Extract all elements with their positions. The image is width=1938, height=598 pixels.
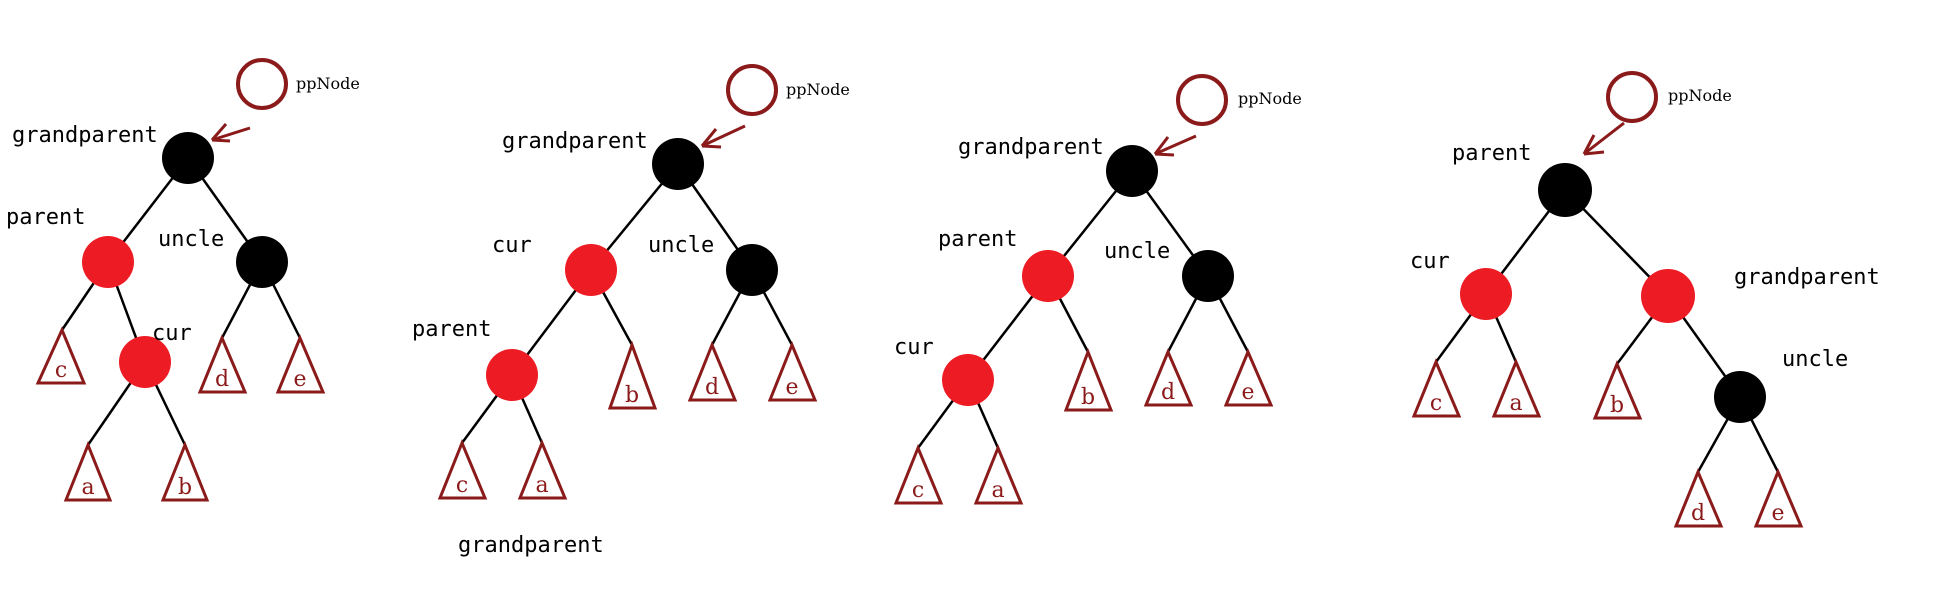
leaf-e: e — [1753, 468, 1804, 528]
panel-4: ppNode c a b d e parent cu — [1410, 71, 1880, 528]
grandparent-node — [1106, 145, 1158, 197]
leaf-b: b — [1592, 360, 1643, 420]
grandparent-label: grandparent — [1734, 265, 1880, 290]
svg-text:b: b — [1081, 385, 1095, 410]
uncle-label: uncle — [648, 233, 714, 258]
uncle-node — [1182, 250, 1234, 302]
svg-text:a: a — [535, 473, 548, 498]
svg-text:d: d — [1161, 380, 1175, 405]
cur-label: cur — [1410, 249, 1450, 274]
svg-text:a: a — [1509, 391, 1522, 416]
svg-text:d: d — [215, 367, 229, 392]
parent-label: parent — [412, 317, 491, 342]
panel-1: ppNode c d e a b — [6, 58, 360, 502]
leaf-c: c — [1411, 358, 1462, 418]
parent-label: parent — [938, 227, 1017, 252]
leaf-e: e — [1223, 348, 1274, 407]
svg-text:c: c — [912, 478, 924, 503]
leaf-e: e — [767, 341, 818, 402]
svg-text:a: a — [81, 475, 94, 500]
ppnode-label: ppNode — [296, 74, 360, 93]
leaf-c: c — [35, 326, 87, 385]
svg-text:b: b — [178, 475, 192, 500]
arrow-icon — [1153, 134, 1197, 157]
parent-node — [1022, 250, 1074, 302]
ppnode-circle — [726, 64, 778, 116]
uncle-node — [726, 244, 778, 296]
cur-node — [119, 336, 171, 388]
panel-3: ppNode b d e c a grandparent — [893, 74, 1302, 505]
grandparent-label: grandparent — [12, 123, 158, 148]
leaf-d: d — [687, 341, 738, 402]
svg-text:d: d — [705, 375, 719, 400]
svg-text:d: d — [1691, 501, 1705, 526]
leaf-e: e — [275, 334, 326, 394]
uncle-node — [236, 236, 288, 288]
parent-label: parent — [1452, 141, 1531, 166]
parent-label: parent — [6, 205, 85, 230]
svg-text:b: b — [1610, 393, 1624, 418]
uncle-label: uncle — [1782, 347, 1848, 372]
uncle-node — [1714, 371, 1766, 423]
leaf-b: b — [607, 340, 658, 410]
arrow-icon — [700, 124, 746, 149]
ppnode-label: ppNode — [786, 80, 850, 99]
leaf-d: d — [1673, 468, 1724, 528]
svg-text:c: c — [1430, 391, 1442, 416]
ppnode-circle — [236, 58, 288, 110]
svg-text:c: c — [55, 358, 67, 383]
ppnode-circle — [1606, 71, 1658, 123]
leaf-b: b — [1063, 347, 1114, 412]
grandparent-label: grandparent — [502, 129, 648, 154]
ppnode-label: ppNode — [1238, 89, 1302, 108]
cur-node — [1460, 268, 1512, 320]
uncle-label: uncle — [158, 227, 224, 252]
cur-node — [942, 354, 994, 406]
ppnode-circle — [1176, 74, 1228, 126]
arrow-icon — [210, 123, 251, 143]
svg-text:e: e — [1241, 380, 1254, 405]
cur-label: cur — [894, 335, 934, 360]
grandparent-label: grandparent — [958, 135, 1104, 160]
svg-text:e: e — [785, 375, 798, 400]
leaf-a: a — [517, 439, 568, 500]
leaf-a: a — [1491, 358, 1542, 418]
leaf-b: b — [160, 440, 210, 502]
svg-text:b: b — [625, 383, 639, 408]
svg-text:e: e — [1771, 501, 1784, 526]
svg-text:e: e — [293, 367, 306, 392]
parent-node — [82, 236, 134, 288]
grandparent-node — [1641, 269, 1695, 323]
uncle-label: uncle — [1104, 239, 1170, 264]
leaf-d: d — [1143, 348, 1194, 407]
arrow-icon — [1582, 121, 1625, 156]
panel-2: ppNode b d e c a grandparent — [412, 64, 850, 558]
ppnode-label: ppNode — [1668, 86, 1732, 105]
cur-node — [565, 244, 617, 296]
svg-text:c: c — [456, 473, 468, 498]
leaf-c: c — [437, 439, 488, 500]
grandparent-node — [162, 132, 214, 184]
cur-label: cur — [492, 233, 532, 258]
cur-label: cur — [152, 321, 192, 346]
svg-text:a: a — [991, 478, 1004, 503]
grandparent-bottom-label: grandparent — [458, 533, 604, 558]
parent-node — [486, 349, 538, 401]
parent-node — [1538, 163, 1592, 217]
leaf-a: a — [63, 440, 113, 502]
leaf-c: c — [893, 444, 944, 505]
leaf-d: d — [197, 334, 248, 394]
leaf-a: a — [973, 444, 1024, 505]
grandparent-node — [652, 138, 704, 190]
